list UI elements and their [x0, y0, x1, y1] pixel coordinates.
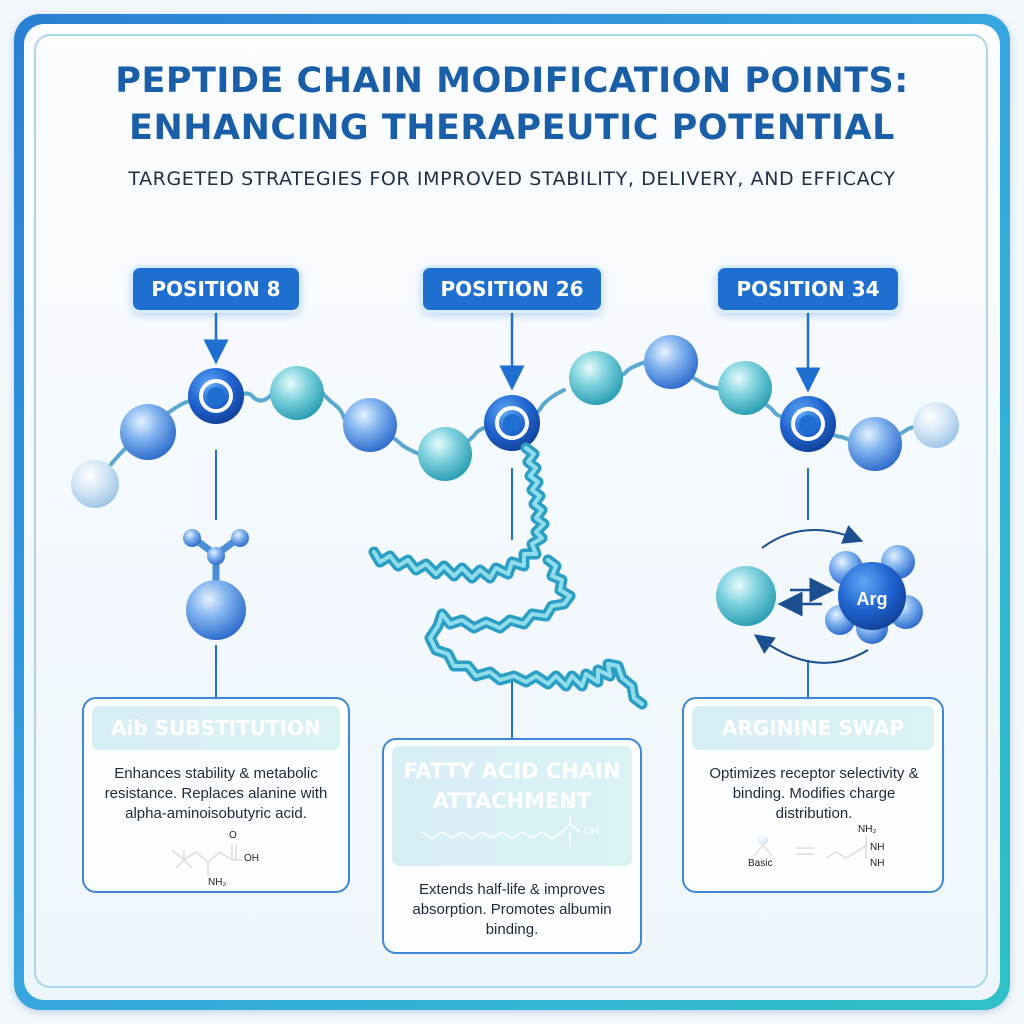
residue [270, 366, 324, 420]
fatty-acid-card-title: FATTY ACID CHAIN ATTACHMENT [403, 759, 621, 813]
page-subtitle: TARGETED STRATEGIES FOR IMPROVED STABILI… [128, 168, 896, 190]
page-title: PEPTIDE CHAIN MODIFICATION POINTS: ENHAN… [60, 58, 964, 152]
arginine-card-title: ARGININE SWAP [722, 716, 904, 740]
position-label-26: POSITION 26 [423, 268, 601, 310]
arginine-swap-illustration [716, 525, 923, 664]
aib-substitution-card [82, 697, 350, 893]
fatty-acid-chem-label: OH [584, 826, 599, 837]
fatty-acid-chain [368, 442, 648, 710]
aib-card-title: Aib SUBSTITUTION [111, 716, 321, 740]
aib-card-description: Enhances stability & metabolic resistanc… [104, 765, 328, 822]
arrow-down-icon [203, 312, 821, 393]
aib-chem-label: NH₂ [208, 877, 227, 888]
residue [848, 417, 902, 471]
residue [418, 427, 472, 481]
position-marker-icon [188, 368, 244, 424]
arginine-chem-label: NH [870, 858, 885, 869]
title-line-2: ENHANCING THERAPEUTIC POTENTIAL [129, 108, 895, 148]
residue [120, 404, 176, 460]
fatty-acid-chem-label: O [566, 800, 574, 811]
title-line-1: PEPTIDE CHAIN MODIFICATION POINTS: [115, 61, 909, 101]
position-marker-icon [780, 396, 836, 452]
peptide-residues [71, 335, 959, 508]
aib-molecule [183, 529, 249, 640]
connector-lines [215, 450, 809, 740]
arginine-chem-label: NH₂ [858, 824, 877, 835]
arginine-swap-card [682, 697, 944, 893]
residue [343, 398, 397, 452]
exchange-arrows-icon [777, 577, 835, 617]
frame-inner-line [34, 34, 988, 988]
arg-label: Arg [856, 589, 888, 609]
position-marker-icon [484, 395, 540, 451]
residue [71, 460, 119, 508]
residue [718, 361, 772, 415]
aib-chem-label: OH [244, 853, 259, 864]
position-label-8: POSITION 8 [133, 268, 299, 310]
aib-chem-label: O [229, 830, 237, 841]
residue [644, 335, 698, 389]
arginine-card-description: Optimizes receptor selectivity & binding… [709, 765, 919, 822]
arginine-chem-label: NH [870, 842, 885, 853]
fatty-acid-card [382, 738, 642, 954]
position-label-34: POSITION 34 [718, 268, 898, 310]
fatty-acid-card-description: Extends half-life & improves absorption.… [412, 881, 612, 938]
residue [913, 402, 959, 448]
residue [569, 351, 623, 405]
arginine-chem-label: Basic [748, 858, 773, 869]
